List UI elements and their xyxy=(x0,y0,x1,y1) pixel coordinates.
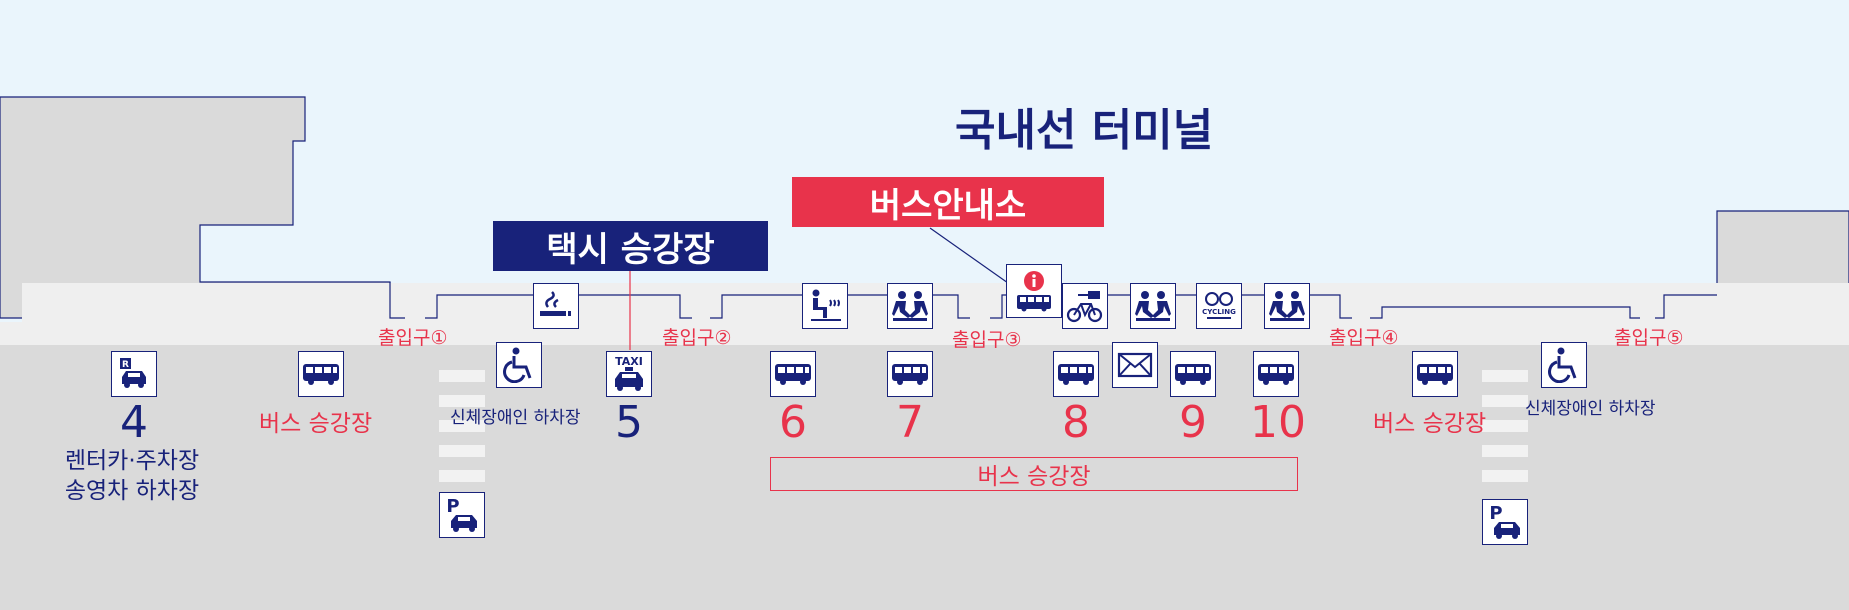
bus-icon-stop-7 xyxy=(887,351,933,397)
mail-icon xyxy=(1112,342,1158,388)
crosswalk-stripe xyxy=(439,370,485,382)
parking-icon-right: P xyxy=(1482,499,1528,545)
svg-text:P: P xyxy=(446,496,459,517)
bus-info-icon xyxy=(1006,264,1062,318)
crosswalk-stripe xyxy=(1482,395,1528,407)
parking-icon-left: P xyxy=(439,492,485,538)
waiting-area-icon-2 xyxy=(1130,283,1176,329)
waiting-area-icon-3 xyxy=(1264,283,1310,329)
stop-number-5: 5 xyxy=(615,397,643,448)
stop-number-6: 6 xyxy=(779,397,807,448)
bus-stop-label-right: 버스 승강장 xyxy=(1373,411,1487,437)
rental-car-icon: R xyxy=(111,351,157,397)
exit-1-label: 출입구① xyxy=(378,327,448,349)
crosswalk-stripe xyxy=(1482,420,1528,432)
disabled-dropoff-label-left: 신체장애인 하차장 xyxy=(450,408,581,428)
exit-2-label: 출입구② xyxy=(662,327,732,349)
rental-label-line1: 렌터카·주차장 xyxy=(64,448,200,474)
crosswalk-stripe xyxy=(1482,445,1528,457)
cycling-text: CYCLING xyxy=(1202,308,1236,316)
bus-icon-stop-6 xyxy=(770,351,816,397)
bus-icon-stop-8 xyxy=(1053,351,1099,397)
svg-text:R: R xyxy=(122,360,129,370)
stop-number-9: 9 xyxy=(1179,397,1207,448)
cycling-icon: CYCLING xyxy=(1196,283,1242,329)
bus-icon-right xyxy=(1412,351,1458,397)
exit-5-label: 출입구⑤ xyxy=(1614,327,1684,349)
exit-3-label: 출입구③ xyxy=(952,329,1022,351)
crosswalk-stripe xyxy=(1482,370,1528,382)
stop-number-10: 10 xyxy=(1250,397,1306,448)
wheelchair-icon-left xyxy=(496,342,542,388)
svg-text:P: P xyxy=(1489,503,1502,524)
smoking-area-icon xyxy=(533,283,579,329)
stop-number-4: 4 xyxy=(120,397,148,448)
exit-4-label: 출입구④ xyxy=(1329,327,1399,349)
taxi-sign-text: TAXI xyxy=(615,355,643,368)
waiting-area-icon xyxy=(887,283,933,329)
crosswalk-stripe xyxy=(439,445,485,457)
crosswalk-stripe xyxy=(439,470,485,482)
bus-info-sign: 버스안내소 xyxy=(792,177,1104,227)
crosswalk-stripe xyxy=(439,395,485,407)
rental-parking-label: 렌터카·주차장 송영차 하차장 xyxy=(44,446,220,506)
bike-rental-icon xyxy=(1062,283,1108,329)
bus-icon-stop-10 xyxy=(1253,351,1299,397)
stop-number-7: 7 xyxy=(896,397,924,448)
terminal-title: 국내선 터미널 xyxy=(955,105,1214,156)
crosswalk-stripe xyxy=(439,420,485,432)
taxi-stand-sign: 택시 승강장 xyxy=(493,221,768,271)
rental-label-line2: 송영차 하차장 xyxy=(64,478,200,504)
foot-bath-icon xyxy=(802,283,848,329)
bus-stop-area-label: 버스 승강장 xyxy=(770,457,1298,491)
bus-stop-label-left: 버스 승강장 xyxy=(259,411,373,437)
stop-number-8: 8 xyxy=(1062,397,1090,448)
disabled-dropoff-label-right: 신체장애인 하차장 xyxy=(1525,399,1656,419)
crosswalk-stripe xyxy=(1482,470,1528,482)
taxi-icon: TAXI xyxy=(606,351,652,397)
wheelchair-icon-right xyxy=(1541,342,1587,388)
bus-icon-stop-9 xyxy=(1170,351,1216,397)
bus-icon-left xyxy=(298,351,344,397)
